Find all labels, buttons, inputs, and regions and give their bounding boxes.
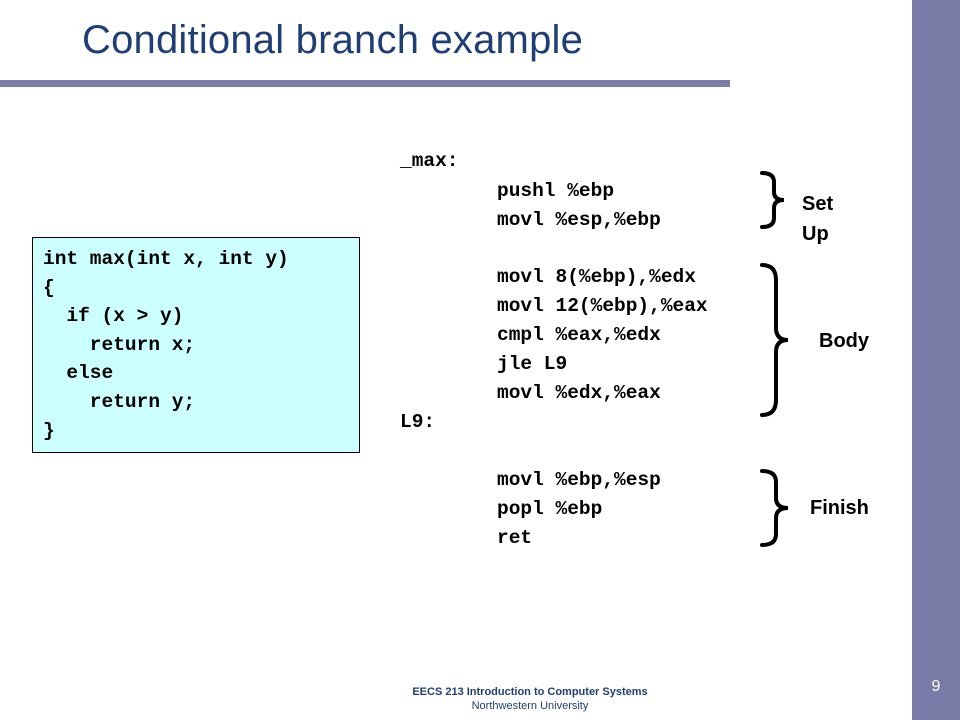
asm-line-finish: movl %ebp,%esp — [497, 469, 661, 491]
asm-line-body: cmpl %eax,%edx — [497, 324, 661, 346]
label-setup-2: Up — [802, 223, 829, 245]
label-finish: Finish — [810, 497, 869, 519]
c-code-line: int max(int x, int y) — [43, 248, 289, 270]
c-code-box: int max(int x, int y) { if (x > y) retur… — [32, 237, 360, 453]
label-setup-1: Set — [802, 193, 834, 215]
c-code-line: return x; — [43, 333, 196, 356]
asm-label-max: _max: — [400, 150, 459, 172]
asm-line-body: movl 8(%ebp),%edx — [497, 266, 696, 288]
body-brace-icon — [760, 263, 789, 417]
footer-university: Northwestern University — [471, 700, 589, 712]
asm-line-setup: pushl %ebp — [497, 180, 615, 202]
slide-sidebar — [912, 0, 960, 720]
c-code-line: else — [43, 362, 114, 385]
c-code-line: { — [43, 276, 55, 299]
c-code-line: return y; — [43, 390, 196, 413]
title-underline — [0, 80, 730, 87]
asm-line-body: jle L9 — [497, 353, 568, 375]
asm-line-body: movl 12(%ebp),%eax — [497, 295, 708, 317]
asm-line-finish: ret — [497, 527, 533, 549]
asm-line-finish: popl %ebp — [497, 498, 603, 520]
label-body: Body — [819, 330, 869, 352]
page-number: 9 — [931, 678, 941, 695]
finish-brace-icon — [760, 469, 789, 547]
asm-line-setup: movl %esp,%ebp — [497, 209, 661, 231]
c-code-line: } — [43, 419, 55, 442]
setup-brace-icon — [760, 171, 785, 229]
asm-label-l9: L9: — [400, 411, 436, 433]
asm-line-body: movl %edx,%eax — [497, 382, 661, 404]
slide-title: Conditional branch example — [82, 18, 584, 62]
c-code-line: if (x > y) — [43, 305, 184, 328]
footer-course: EECS 213 Introduction to Computer System… — [412, 686, 648, 698]
